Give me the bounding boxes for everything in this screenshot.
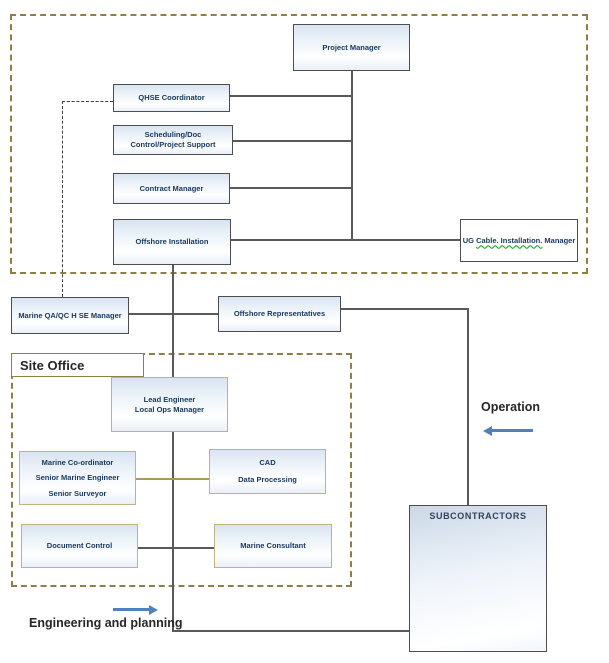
box-scheduling-doc-control: Scheduling/Doc Control/Project Support <box>113 125 233 155</box>
connector-scheduling <box>233 140 351 142</box>
operation-arrow-icon <box>492 429 533 432</box>
connector-doccontrol-consultant <box>138 547 214 549</box>
box-label: Offshore Representatives <box>233 309 326 318</box>
box-project-manager: Project Manager <box>293 24 410 71</box>
box-label-line1: Lead Engineer <box>143 394 196 404</box>
site-office-title: Site Office <box>11 353 144 377</box>
connector-coordinator-cad <box>136 478 209 480</box>
connector-bottom-to-subcontractors <box>172 630 409 632</box>
box-qhse-coordinator: QHSE Coordinator <box>113 84 230 112</box>
engineering-arrow-head-icon <box>149 605 158 615</box>
box-marine-qaqc-hse-manager: Marine QA/QC H SE Manager <box>11 297 129 334</box>
box-offshore-installation: Offshore Installation <box>113 219 231 265</box>
engineering-arrow-icon <box>113 608 149 611</box>
box-label-line2: Data Processing <box>238 475 297 485</box>
box-label: UG Cable. Installation. Manager <box>463 236 576 246</box>
ug-cable-suffix: Manager <box>542 235 576 245</box>
head-office-dashed-frame <box>10 14 588 274</box>
connector-offshore-ugcable <box>231 239 460 241</box>
box-marine-consultant: Marine Consultant <box>214 524 332 568</box>
box-label-line2: Control/Project Support <box>130 140 216 149</box>
box-contract-manager: Contract Manager <box>113 173 230 204</box>
connector-offshore-down-upper <box>172 265 174 377</box>
box-cad-data-processing: CAD Data Processing <box>209 449 326 494</box>
dashed-connector-qhse-vertical <box>62 101 63 297</box>
connector-qhse <box>230 95 351 97</box>
operation-arrow-head-icon <box>483 426 492 436</box>
box-label-line3: Senior Surveyor <box>48 488 107 498</box>
box-label: Marine QA/QC H SE Manager <box>18 310 122 320</box>
box-label: QHSE Coordinator <box>138 93 205 102</box>
box-label-line2: Local Ops Manager <box>134 404 205 414</box>
box-label-line1: CAD <box>259 457 276 467</box>
box-document-control: Document Control <box>21 524 138 568</box>
ug-cable-prefix: UG <box>462 235 477 245</box>
box-ug-cable-installation-manager: UG Cable. Installation. Manager <box>460 219 578 262</box>
box-label: Project Manager <box>322 42 381 52</box>
dashed-connector-qhse-horizontal <box>62 101 113 102</box>
box-marine-coordinator-group: Marine Co-ordinator Senior Marine Engine… <box>19 451 136 505</box>
ug-cable-grammar-underline: Cable. Installation. <box>476 235 543 245</box>
box-label-line1: Marine Co-ordinator <box>41 457 114 467</box>
box-label: Contract Manager <box>139 183 204 193</box>
site-office-title-text: Site Office <box>20 357 85 373</box>
box-label-line1: Scheduling/Doc <box>144 130 202 139</box>
connector-offshorereps-right <box>341 308 468 310</box>
connector-pm-vertical <box>351 71 353 240</box>
box-lead-engineer: Lead Engineer Local Ops Manager <box>111 377 228 432</box>
connector-right-down-subcontractors <box>467 308 469 505</box>
connector-offshore-down-lower <box>172 432 174 631</box>
box-label-line2: Senior Marine Engineer <box>35 473 120 482</box>
box-label: Offshore Installation <box>135 237 209 246</box>
box-offshore-representatives: Offshore Representatives <box>218 296 341 332</box>
connector-qaqc-offshorereps <box>129 313 218 315</box>
box-label: SUBCONTRACTORS <box>429 511 527 521</box>
box-subcontractors: SUBCONTRACTORS <box>409 505 547 652</box>
operation-label: Operation <box>481 400 541 414</box>
connector-contract <box>230 187 351 189</box>
engineering-planning-label: Engineering and planning <box>29 616 183 630</box>
site-office-dashed-frame <box>11 353 352 587</box>
box-label: Marine Consultant <box>240 541 306 550</box>
box-label: Document Control <box>46 541 113 550</box>
